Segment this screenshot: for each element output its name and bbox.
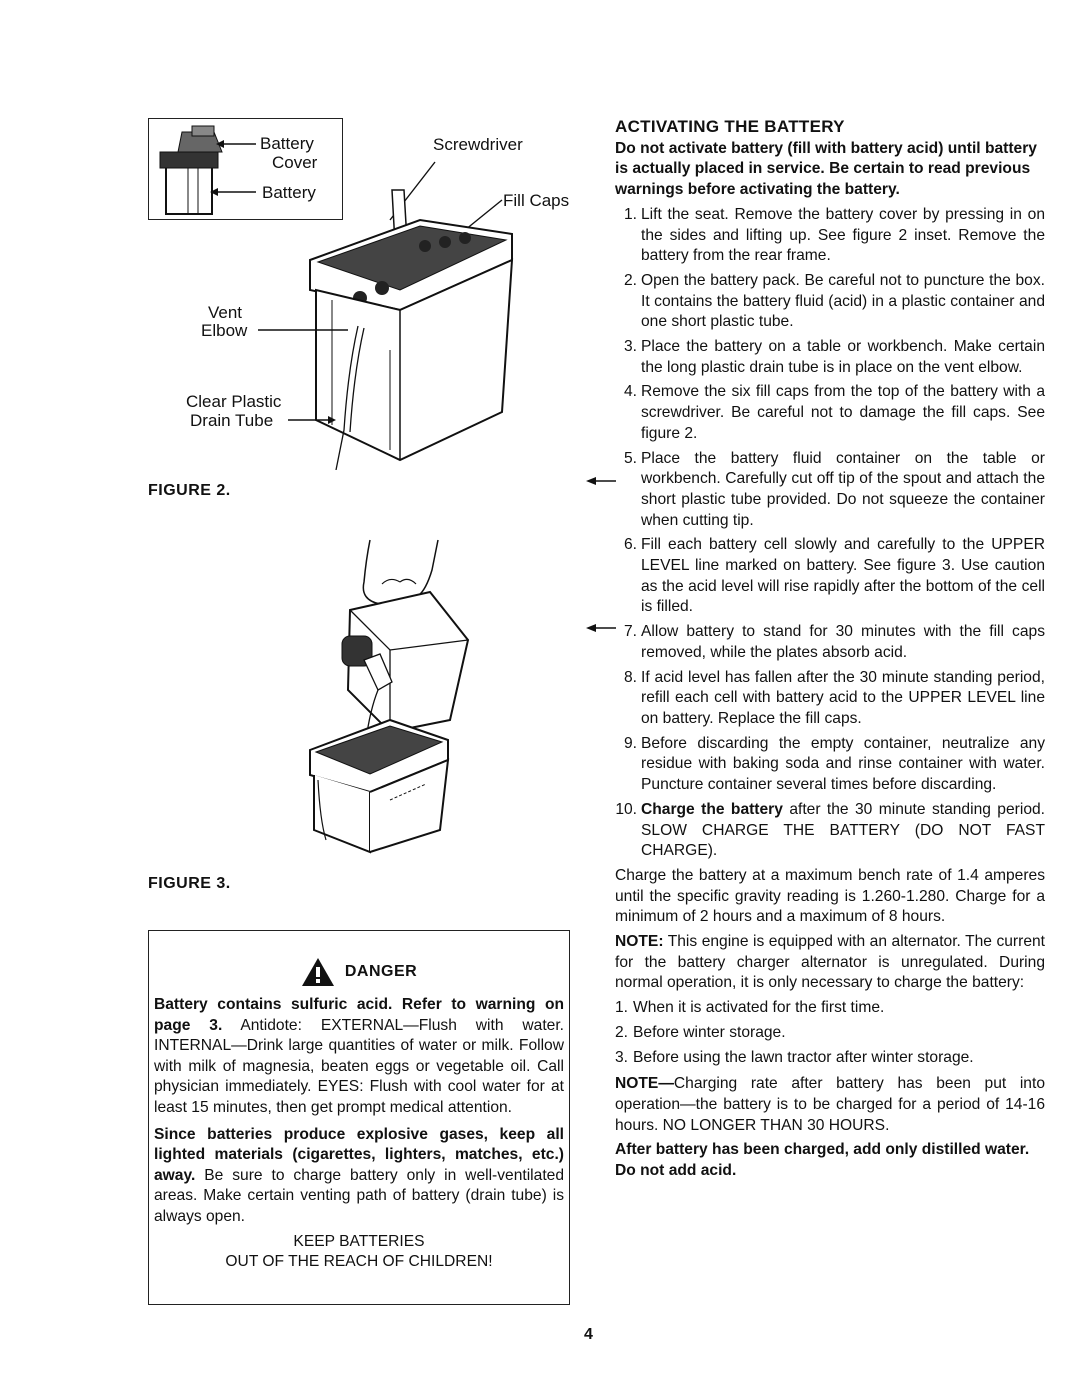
inset-label-cover: Cover	[272, 153, 318, 172]
danger-title: DANGER	[344, 962, 418, 980]
label-screwdriver: Screwdriver	[433, 135, 523, 154]
note-paragraph: NOTE: This engine is equipped with an al…	[615, 933, 1045, 992]
step-item: 6.Fill each battery cell slowly and care…	[623, 536, 1045, 616]
section-heading: ACTIVATING THE BATTERY	[615, 117, 845, 136]
inset-box	[148, 118, 343, 220]
step-item: 2.Open the battery pack. Be careful not …	[623, 271, 1045, 331]
battery-illustration	[258, 161, 514, 470]
occasion-item: 2.Before winter storage.	[615, 1023, 786, 1041]
occasion-item: 3.Before using the lawn tractor after wi…	[615, 1048, 974, 1066]
danger-p2-text: Be sure to charge battery only in well-v…	[154, 1166, 564, 1225]
danger-p1-text: Antidote: EXTERNAL—Flush with water. INT…	[154, 1016, 565, 1116]
pouring-acid-illustration	[309, 539, 470, 854]
arrow-step-4	[586, 477, 616, 485]
danger-paragraph-1: Battery contains sulfuric acid. Refer to…	[154, 995, 564, 1119]
occasion-item: 1.When it is activated for the first tim…	[615, 999, 885, 1017]
step-item: 4.Remove the six fill caps from the top …	[623, 383, 1045, 442]
danger-paragraph-2: Since batteries produce explosive gases,…	[154, 1125, 564, 1228]
activation-steps: 1.Lift the seat. Remove the battery cove…	[615, 205, 1045, 862]
final-instruction: After battery has been charged, add only…	[615, 1141, 1030, 1180]
note-2-paragraph: NOTE—Charging rate after battery has bee…	[615, 1075, 1045, 1134]
step-item: 9.Before discarding the empty container,…	[623, 734, 1045, 794]
step-item: 3.Place the battery on a table or workbe…	[623, 338, 1045, 376]
inset-battery-illustration	[159, 125, 256, 215]
keep-batteries-line: KEEP BATTERIES	[293, 1232, 425, 1250]
step-item: 8.If acid level has fallen after the 30 …	[623, 668, 1045, 727]
label-vent: Vent	[208, 303, 243, 322]
inset-label-battery: Battery	[262, 183, 316, 202]
figure-2-caption: FIGURE 2.	[148, 482, 231, 499]
label-drain-tube: Drain Tube	[190, 411, 274, 430]
figure-3-caption: FIGURE 3.	[148, 875, 231, 892]
step-item: 7.Allow battery to stand for 30 minutes …	[623, 623, 1045, 661]
danger-p2-bold: Since batteries produce explosive gases,…	[154, 1125, 564, 1184]
danger-box: DANGER Battery contains sulfuric acid. R…	[148, 930, 570, 1305]
danger-p1-bold: Battery contains sulfuric acid. Refer to…	[154, 996, 564, 1034]
inset-label-battery-cover: Battery	[260, 134, 314, 153]
step-item: 1.Lift the seat. Remove the battery cove…	[623, 205, 1045, 265]
label-clear-plastic: Clear Plastic	[186, 392, 282, 411]
charge-occasions-list: 1.When it is activated for the first tim…	[615, 998, 1045, 1068]
arrow-step-6	[586, 624, 616, 632]
activation-warning: Do not activate battery (fill with batte…	[615, 139, 1037, 199]
page-number: 4	[584, 1326, 593, 1343]
out-of-reach-line: OUT OF THE REACH OF CHILDREN!	[225, 1253, 493, 1271]
step-item: 5.Place the battery fluid container on t…	[623, 449, 1045, 529]
label-elbow: Elbow	[201, 321, 248, 340]
label-fill-caps: Fill Caps	[503, 191, 570, 210]
step-item: 10.Charge the battery after the 30 minut…	[615, 800, 1045, 860]
danger-header: DANGER	[154, 957, 564, 987]
charge-paragraph: Charge the battery at a maximum bench ra…	[615, 866, 1045, 926]
right-column: ACTIVATING THE BATTERY Do not activate b…	[615, 117, 1045, 1186]
warning-triangle-icon	[301, 958, 334, 986]
